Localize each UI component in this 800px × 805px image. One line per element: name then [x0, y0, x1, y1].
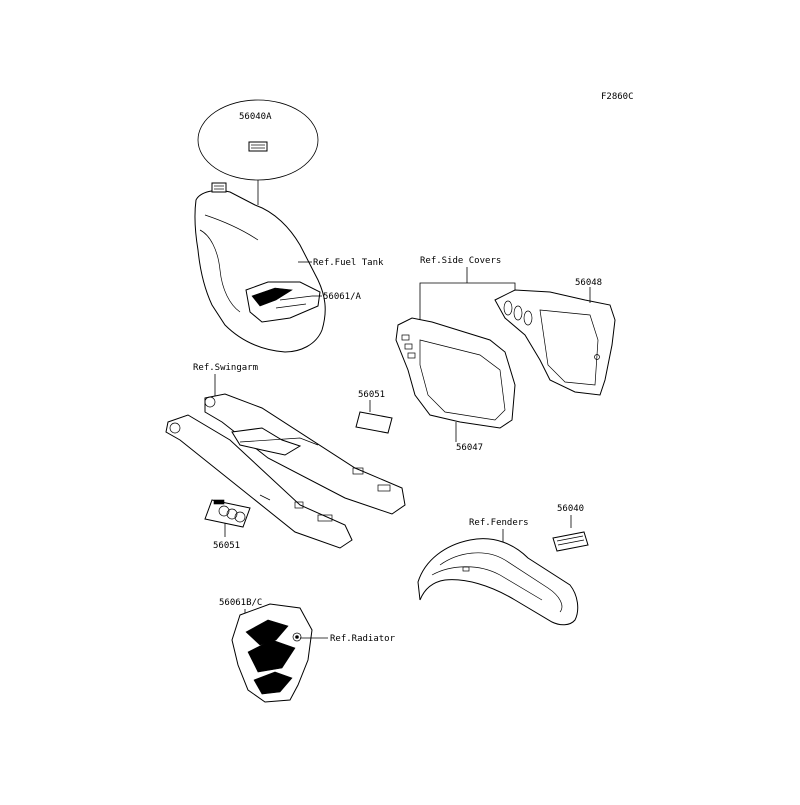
side-covers-group: Ref.Side Covers 56047 56048	[395, 256, 616, 453]
filler-cap	[211, 182, 227, 193]
fenders-group: Ref.Fenders 56040	[417, 504, 589, 626]
label-56040[interactable]: 56040	[557, 504, 584, 514]
decal-56051-lower-shape	[204, 499, 251, 528]
right-side-cover-drawing	[494, 289, 616, 396]
swingarm-group: Ref.Swingarm 56051 56051	[165, 363, 406, 551]
fuel-tank-group: 56040A Ref.Fuel Tank 56061/A	[194, 99, 384, 353]
figure-code: F2860C	[601, 92, 634, 102]
label-56048[interactable]: 56048	[575, 278, 602, 288]
radiator-shroud-group: 56061B/C Ref.Radiator	[219, 598, 396, 703]
fuel-tank-drawing	[194, 182, 326, 353]
label-56061a[interactable]: 56061/A	[323, 292, 362, 302]
label-56040a[interactable]: 56040A	[239, 112, 272, 122]
ref-side-covers[interactable]: Ref.Side Covers	[420, 256, 501, 266]
left-side-cover-drawing	[395, 317, 516, 429]
fender-drawing	[417, 538, 579, 626]
ref-fuel-tank[interactable]: Ref.Fuel Tank	[313, 258, 384, 268]
label-56051-lower[interactable]: 56051	[213, 541, 240, 551]
decal-56040a-icon	[248, 141, 268, 152]
ref-radiator[interactable]: Ref.Radiator	[330, 634, 396, 644]
decal-56040-icon	[552, 531, 589, 552]
decal-56051-upper-shape	[355, 411, 393, 434]
radiator-shroud-drawing	[231, 603, 313, 703]
swingarm-drawing	[165, 393, 406, 549]
ref-swingarm[interactable]: Ref.Swingarm	[193, 363, 258, 373]
label-56051-upper[interactable]: 56051	[358, 390, 385, 400]
label-56061bc[interactable]: 56061B/C	[219, 598, 262, 608]
ref-fenders[interactable]: Ref.Fenders	[469, 518, 529, 528]
label-56047[interactable]: 56047	[456, 443, 483, 453]
